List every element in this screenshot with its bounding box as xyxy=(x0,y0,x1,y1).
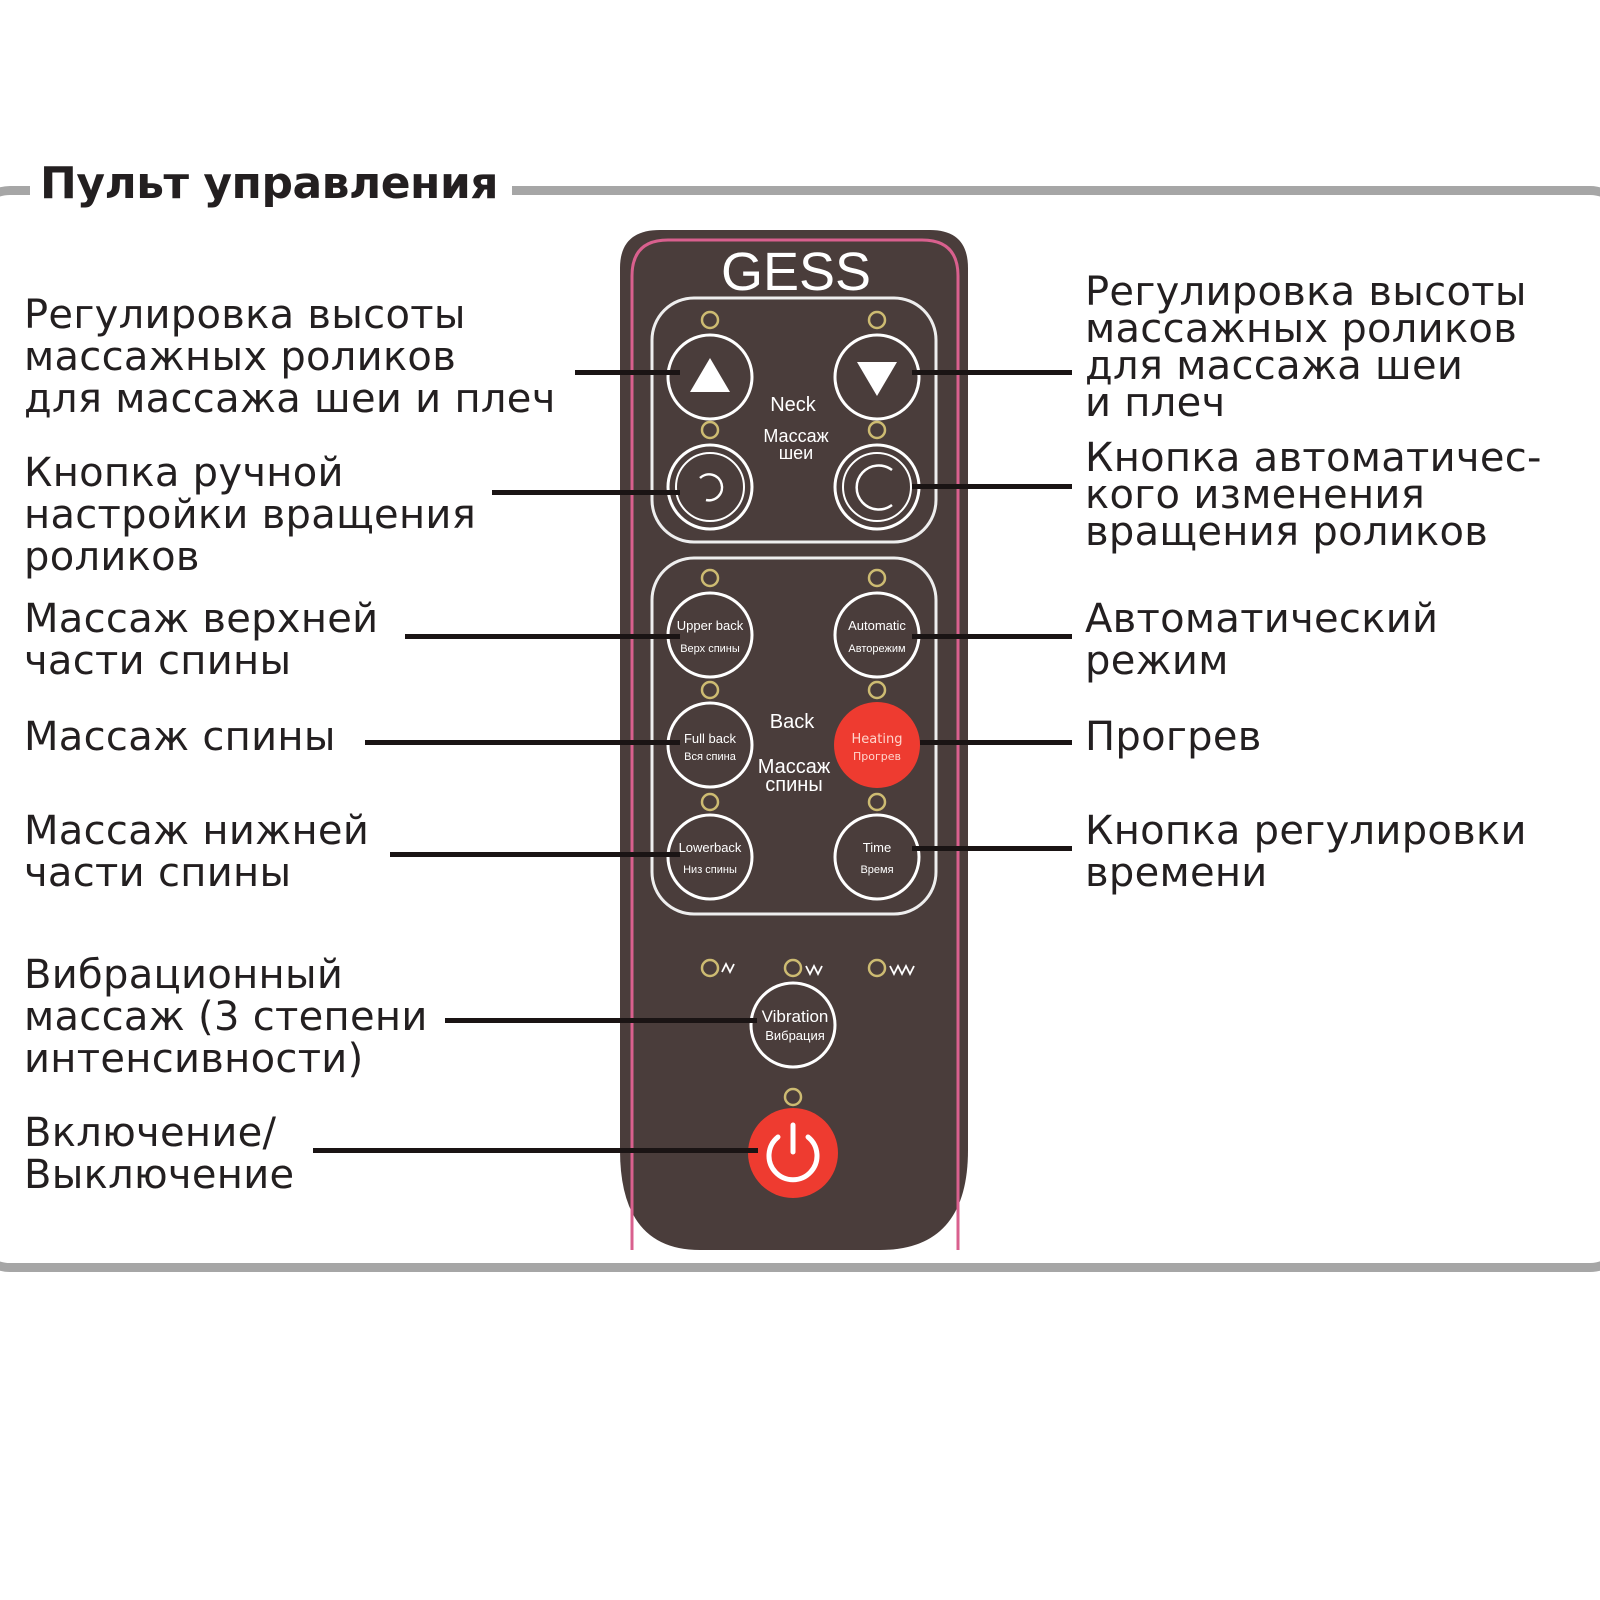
button-label: Time xyxy=(863,840,891,855)
manual-rotation-button[interactable] xyxy=(666,443,754,531)
rotate-auto-icon xyxy=(855,464,893,511)
button-label: Авторежим xyxy=(848,643,905,655)
label-upper-back: Массаж верхней части спины xyxy=(24,596,379,684)
neck-label: Neck xyxy=(770,394,817,416)
button-label: Верх спины xyxy=(680,643,740,655)
power-icon xyxy=(766,1122,820,1183)
neck-up-button[interactable] xyxy=(666,333,754,421)
vibration-button[interactable] xyxy=(749,981,837,1069)
label-neck-height-left: Регулировка высоты массажных роликов для… xyxy=(24,292,556,422)
section-frame xyxy=(0,186,1600,1272)
connector-line xyxy=(912,634,1072,639)
button-label: Vibration xyxy=(762,1007,829,1026)
remote-trim xyxy=(630,238,960,1250)
connector-line xyxy=(445,1018,757,1023)
indicator-leds xyxy=(700,310,887,1107)
label-neck-height-right: Регулировка высоты массажных роликов для… xyxy=(1085,269,1527,426)
connector-line xyxy=(405,634,680,639)
connector-line xyxy=(912,370,1072,375)
button-label: Время xyxy=(860,864,893,876)
back-label-ru-2: спины xyxy=(765,774,822,796)
full-back-button[interactable] xyxy=(666,701,754,789)
brand-logo: GESS xyxy=(721,242,871,302)
button-label: Вся спина xyxy=(684,751,737,763)
button-label: Automatic xyxy=(848,618,906,633)
time-button[interactable] xyxy=(833,813,921,901)
label-heating: Прогрев xyxy=(1085,714,1262,760)
label-manual-rotation: Кнопка ручной настройки вращения роликов xyxy=(24,450,477,580)
connector-line xyxy=(575,370,680,375)
back-label-ru: Массаж xyxy=(758,756,831,778)
label-automatic: Автоматический режим xyxy=(1085,596,1439,684)
connector-line xyxy=(313,1148,758,1153)
label-lower-back: Массаж нижней части спины xyxy=(24,808,370,896)
connector-line xyxy=(390,852,680,857)
back-label: Back xyxy=(770,711,815,733)
connector-line xyxy=(912,846,1072,851)
label-vibration: Вибрационный массаж (3 степени интенсивн… xyxy=(24,952,428,1082)
heating-button[interactable] xyxy=(834,702,920,788)
arrow-up-icon xyxy=(690,358,730,392)
remote-body xyxy=(620,230,968,1250)
button-label: Lowerback xyxy=(679,840,742,855)
button-label: Прогрев xyxy=(853,750,901,763)
vibration-level-icons xyxy=(721,961,915,977)
button-label: Full back xyxy=(684,731,737,746)
rotate-manual-icon xyxy=(699,473,724,502)
connector-line xyxy=(365,740,680,745)
neck-down-button[interactable] xyxy=(833,333,921,421)
button-label: Upper back xyxy=(677,618,744,633)
button-label: Низ спины xyxy=(683,864,737,876)
label-time: Кнопка регулировки времени xyxy=(1085,808,1527,896)
label-full-back: Массаж спины xyxy=(24,714,336,760)
neck-panel xyxy=(650,296,938,544)
connector-line xyxy=(492,490,680,495)
button-label: Вибрация xyxy=(765,1028,825,1043)
lower-back-button[interactable] xyxy=(666,813,754,901)
section-title: Пульт управления xyxy=(30,158,513,209)
neck-label-ru: Массаж xyxy=(763,426,828,446)
button-label: Heating xyxy=(852,732,903,747)
connector-line xyxy=(920,740,1072,745)
arrow-down-icon xyxy=(857,362,897,396)
neck-label-ru-2: шеи xyxy=(779,443,814,463)
label-auto-rotation: Кнопка автоматичес- кого изменения враще… xyxy=(1085,435,1542,555)
connector-line xyxy=(912,484,1072,489)
label-power: Включение/ Выключение xyxy=(24,1110,295,1198)
back-panel xyxy=(650,556,938,916)
